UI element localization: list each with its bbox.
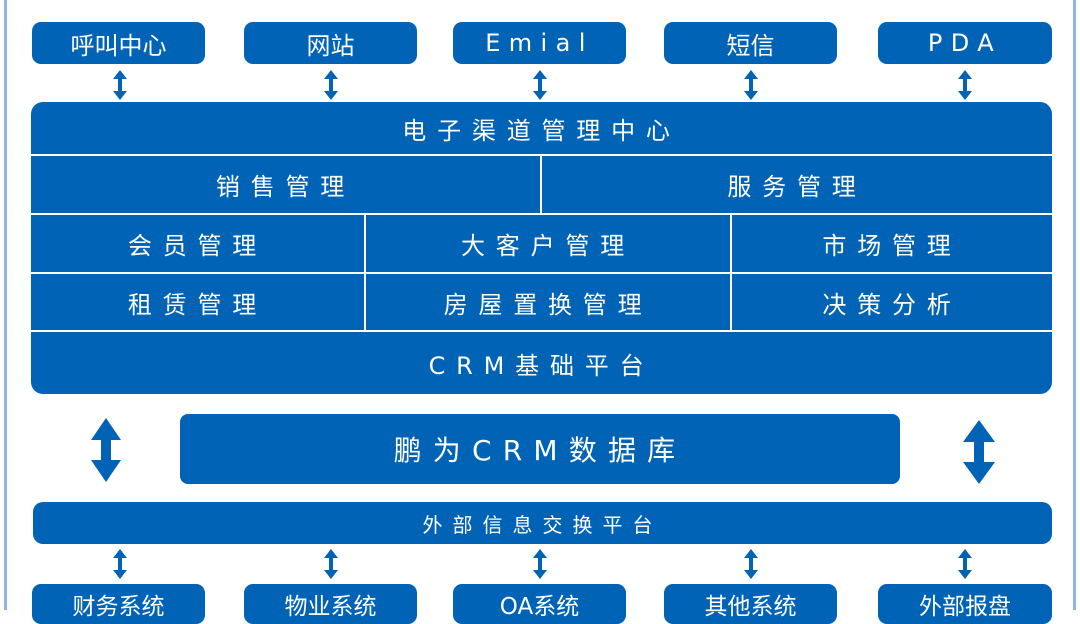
divider — [540, 156, 542, 213]
sales-management: 销售管理 — [215, 173, 356, 201]
panel-title: 电子渠道管理中心 — [402, 116, 681, 145]
market-management: 市场管理 — [822, 232, 962, 260]
arrow-sms — [744, 70, 758, 100]
arrow-right-database — [963, 420, 995, 484]
channel-management-panel: 电子渠道管理中心 销售管理 服务管理 会员管理 大客户管理 市场管理 租赁管理 … — [31, 102, 1052, 394]
crm-base-platform: CRM基础平台 — [428, 351, 655, 380]
divider — [31, 330, 1052, 332]
oa-system: OA系统 — [453, 584, 626, 624]
diagram-frame — [4, 0, 1076, 610]
decision-analysis: 决策分析 — [822, 290, 962, 319]
crm-database: 鹏为CRM数据库 — [180, 414, 900, 484]
channel-website: 网站 — [244, 22, 417, 64]
arrow-oa — [533, 549, 547, 579]
lease-management: 租赁管理 — [127, 290, 268, 319]
other-system: 其他系统 — [664, 584, 837, 624]
arrow-email — [533, 70, 547, 100]
housing-exchange-management: 房屋置换管理 — [443, 290, 653, 319]
channel-sms: 短信 — [664, 22, 837, 64]
external-report: 外部报盘 — [878, 584, 1052, 624]
arrow-call-center — [113, 70, 127, 100]
arrow-finance — [113, 549, 127, 579]
external-exchange-platform: 外部信息交换平台 — [33, 502, 1052, 544]
service-management: 服务管理 — [727, 173, 867, 201]
channel-pda: PDA — [878, 22, 1052, 64]
channel-call-center: 呼叫中心 — [32, 22, 205, 64]
divider — [31, 272, 1052, 274]
arrow-pda — [958, 70, 972, 100]
arrow-other — [744, 549, 758, 579]
finance-system: 财务系统 — [32, 584, 205, 624]
channel-email: Emial — [453, 22, 626, 64]
arrow-external — [958, 549, 972, 579]
arrow-website — [324, 70, 338, 100]
divider — [31, 213, 1052, 215]
arrow-property — [324, 549, 338, 579]
arrow-left-database — [91, 418, 121, 482]
member-management: 会员管理 — [127, 232, 268, 260]
divider — [31, 154, 1052, 156]
property-system: 物业系统 — [244, 584, 417, 624]
key-account-management: 大客户管理 — [461, 232, 635, 260]
